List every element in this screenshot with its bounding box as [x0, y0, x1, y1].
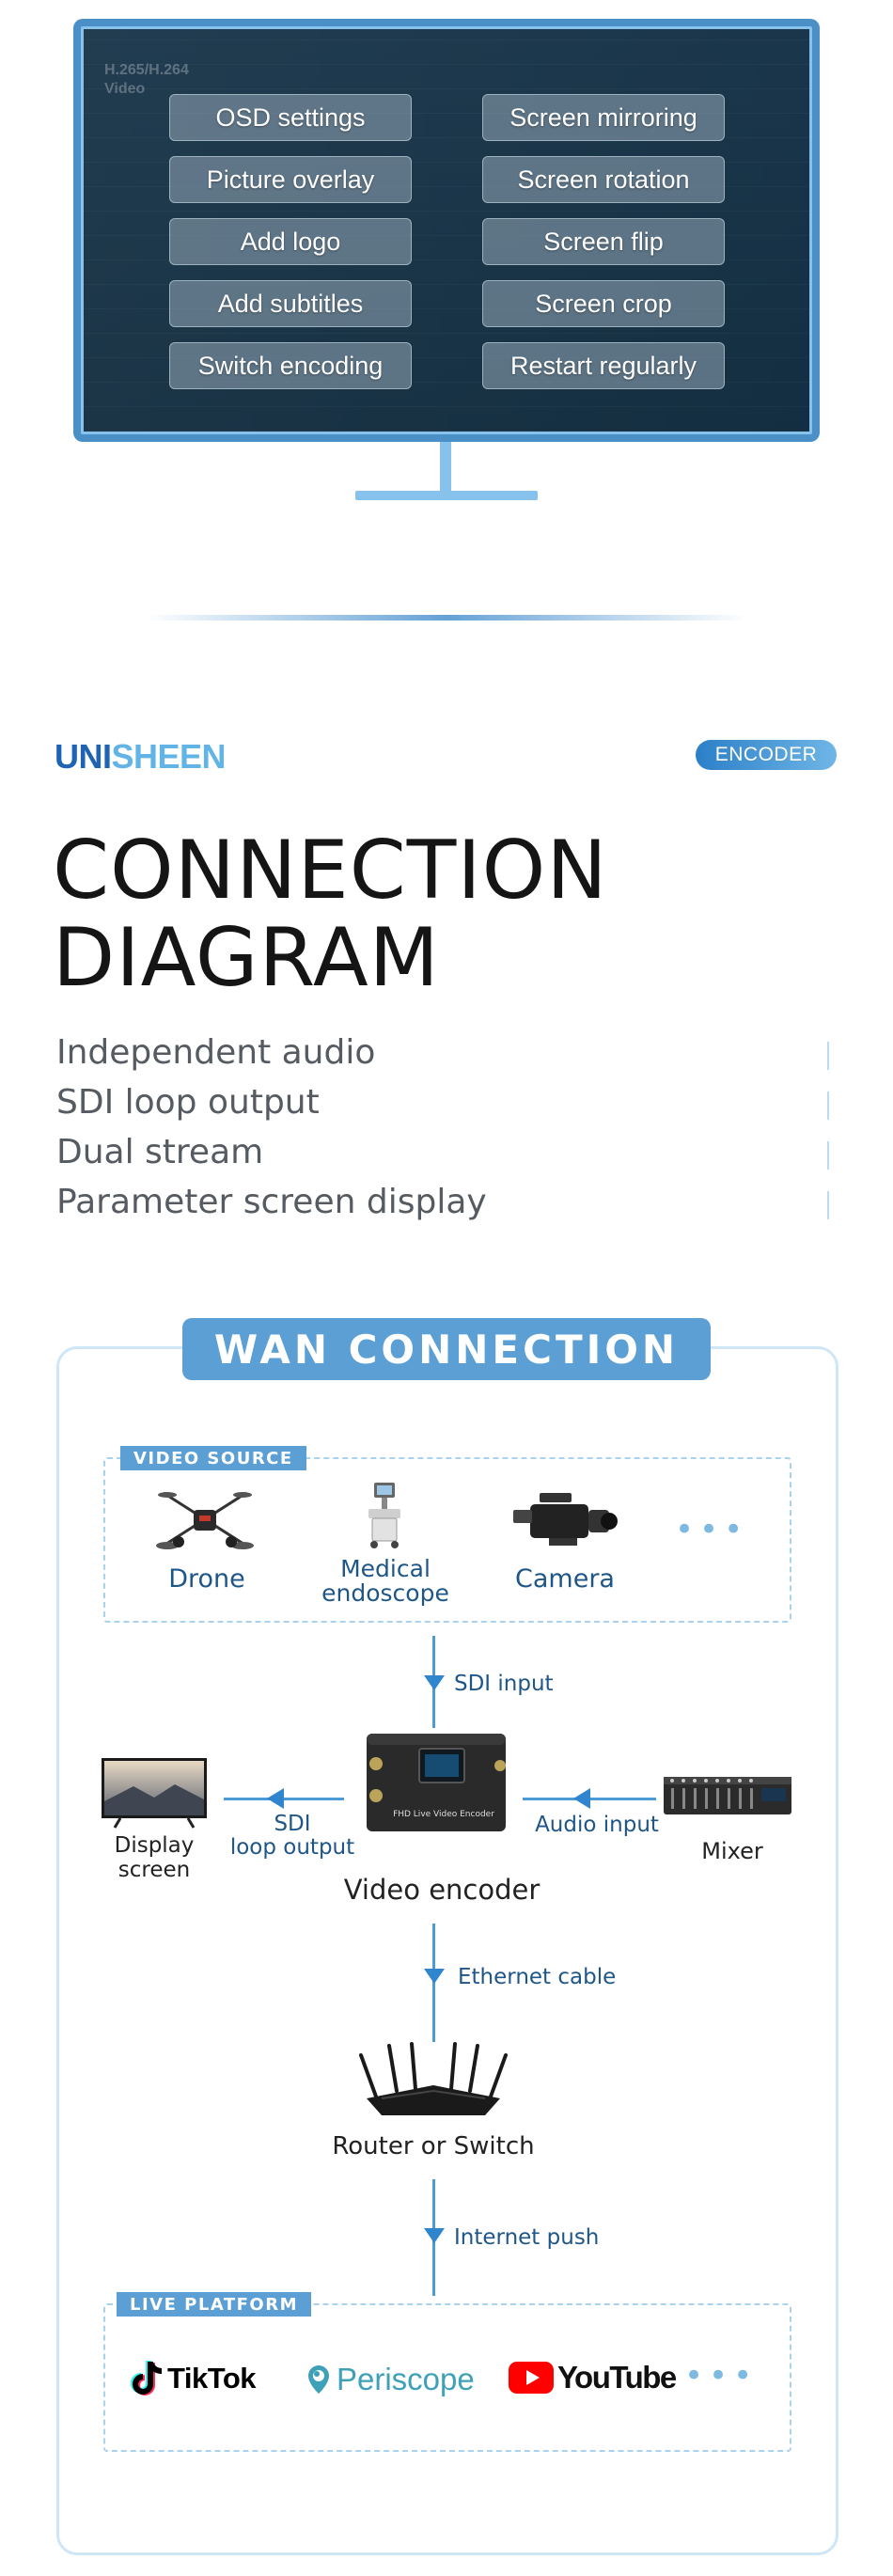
monitor-illustration: H.265/H.264 Video OSD settings Picture o…: [73, 19, 820, 442]
encoder-device-text: FHD Live Video Encoder: [393, 1810, 494, 1819]
feature-screen-flip: Screen flip: [482, 218, 725, 265]
wan-connection-panel: [56, 1346, 838, 2555]
medical-endoscope-label: Medical endoscope: [321, 1555, 449, 1607]
feature-restart-regularly: Restart regularly: [482, 342, 725, 389]
mixer-label: Mixer: [701, 1838, 763, 1864]
video-encoder-label: Video encoder: [343, 1874, 540, 1906]
display-label-line: screen: [118, 1858, 191, 1882]
sdi-input-arrow: [424, 1675, 445, 1690]
mixer-icon: [664, 1777, 791, 1814]
feature-picture-overlay: Picture overlay: [169, 156, 412, 203]
tiktok-wordmark: TikTok: [167, 2362, 257, 2395]
ghost-line: Video: [104, 81, 146, 97]
internet-push-label: Internet push: [454, 2225, 600, 2250]
video-encoder-device-icon: [367, 1734, 506, 1831]
feature-tick: [827, 1141, 829, 1170]
feature-dual-stream: Dual stream: [56, 1133, 264, 1171]
sdi-loop-line: [224, 1798, 344, 1800]
ghost-line: H.265/H.264: [104, 62, 189, 78]
youtube-icon: [509, 2362, 554, 2394]
camera-icon: [513, 1493, 618, 1546]
title-line-1: CONNECTION: [53, 824, 608, 918]
live-platform-more-icon: •••: [684, 2357, 759, 2395]
sdi-loop-arrow: [267, 1788, 284, 1809]
ethernet-label: Ethernet cable: [458, 1965, 617, 1989]
monitor-screen: H.265/H.264 Video OSD settings Picture o…: [81, 26, 812, 434]
brand-text-dark: UNI: [55, 737, 112, 776]
audio-input-label: Audio input: [535, 1813, 659, 1837]
live-platform-tag: LIVE PLATFORM: [117, 2292, 312, 2317]
drone-icon: [156, 1491, 254, 1549]
title-line-2: DIAGRAM: [53, 911, 440, 1005]
sdi-input-label: SDI input: [454, 1672, 554, 1696]
brand-logo: UNISHEEN: [55, 737, 227, 777]
feature-tick: [827, 1191, 829, 1219]
youtube-wordmark: YouTube: [557, 2360, 677, 2395]
feature-screen-crop: Screen crop: [482, 280, 725, 327]
feature-switch-encoding: Switch encoding: [169, 342, 412, 389]
camera-label: Camera: [515, 1564, 615, 1594]
periscope-logo: Periscope: [306, 2362, 475, 2397]
wan-connection-title: WAN CONNECTION: [182, 1318, 711, 1380]
live-platform-box: [103, 2303, 791, 2452]
feature-osd-settings: OSD settings: [169, 94, 412, 141]
feature-tick: [827, 1042, 829, 1070]
video-source-box: [103, 1457, 791, 1623]
feature-parameter-screen: Parameter screen display: [56, 1183, 487, 1221]
display-screen-icon: [102, 1758, 207, 1829]
tiktok-icon: [131, 2361, 163, 2395]
periscope-icon: [308, 2365, 329, 2394]
drone-label: Drone: [168, 1564, 245, 1594]
feature-tick: [827, 1092, 829, 1120]
medical-endoscope-icon: [368, 1483, 400, 1548]
section-divider: [146, 615, 747, 620]
page-title: CONNECTION DIAGRAM: [53, 827, 805, 1002]
video-source-tag: VIDEO SOURCE: [120, 1446, 306, 1470]
audio-input-arrow: [573, 1788, 590, 1809]
monitor-stand-base: [355, 491, 538, 500]
tiktok-logo: TikTok: [131, 2360, 257, 2397]
feature-screen-rotation: Screen rotation: [482, 156, 725, 203]
feature-independent-audio: Independent audio: [56, 1033, 376, 1072]
sdi-loop-label-line: loop output: [229, 1835, 355, 1860]
router-label: Router or Switch: [332, 2132, 535, 2160]
brand-text-light: SHEEN: [111, 737, 227, 776]
internet-push-arrow: [424, 2228, 445, 2243]
router-icon: [359, 2042, 508, 2115]
feature-screen-mirroring: Screen mirroring: [482, 94, 725, 141]
sdi-loop-label-line: SDI: [274, 1812, 311, 1836]
youtube-logo: YouTube: [508, 2360, 677, 2395]
ethernet-arrow: [424, 1969, 445, 1984]
feature-add-subtitles: Add subtitles: [169, 280, 412, 327]
video-source-more-icon: •••: [675, 1511, 749, 1548]
feature-add-logo: Add logo: [169, 218, 412, 265]
periscope-wordmark: Periscope: [337, 2362, 475, 2396]
display-screen-label: Display screen: [90, 1833, 218, 1882]
monitor-stand-neck: [440, 442, 451, 495]
display-label-line: Display: [114, 1833, 195, 1858]
screen-ghost-text: H.265/H.264 Video: [104, 61, 189, 99]
encoder-badge: ENCODER: [696, 740, 837, 770]
feature-sdi-loop-output: SDI loop output: [56, 1083, 320, 1122]
sdi-loop-label: SDI loop output: [222, 1813, 363, 1860]
